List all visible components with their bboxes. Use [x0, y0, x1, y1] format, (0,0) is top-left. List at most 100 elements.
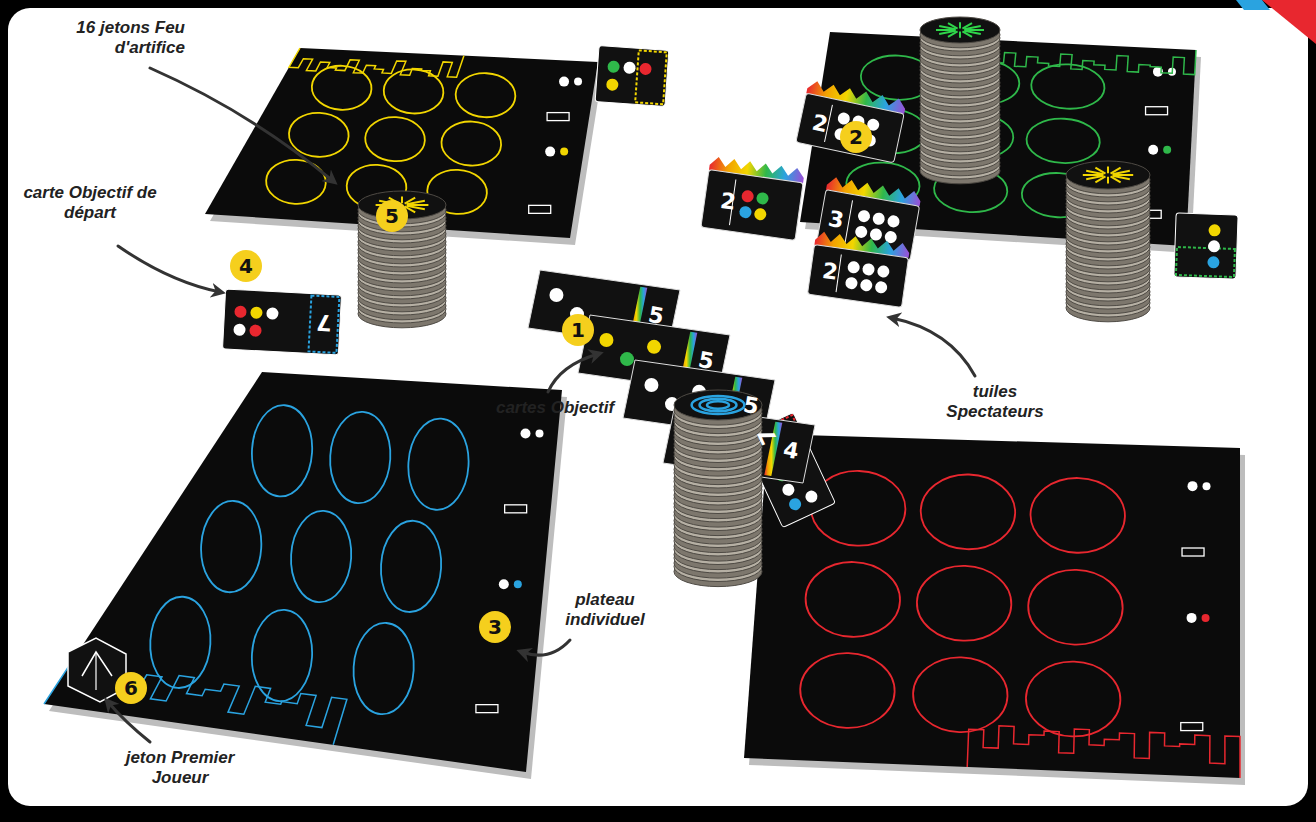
part-label: cartes Objectif [480, 398, 630, 418]
leader-arrow [118, 246, 220, 292]
card-body [1174, 213, 1238, 279]
card-value: 5 [647, 304, 666, 328]
firework-icon [1095, 168, 1105, 174]
firework-icon [959, 22, 961, 28]
board-icon [1187, 613, 1197, 623]
firework-slot [378, 519, 443, 614]
card-firework-end [308, 296, 339, 353]
card-value: 5 [742, 394, 761, 418]
card-firework-end [635, 50, 667, 104]
board-icon [1202, 614, 1210, 622]
part-label: tuiles Spectateurs [925, 382, 1065, 423]
board-icon [1148, 145, 1158, 155]
token-detail [82, 652, 112, 676]
player-board [44, 372, 567, 779]
card-dot [647, 340, 661, 354]
start-objective-card [595, 46, 669, 107]
firework-token-stack [920, 17, 1000, 184]
firework-slot [1029, 477, 1126, 554]
firework-slot [912, 656, 1009, 733]
tile-dot [857, 209, 871, 223]
firework-icon [959, 32, 961, 38]
token-face [674, 390, 762, 420]
card-value: 5 [697, 349, 716, 373]
card-dot [644, 378, 658, 392]
firework-icon [939, 31, 956, 34]
firework-slot [440, 120, 502, 167]
card-body [623, 360, 775, 438]
board-icon [1203, 482, 1211, 490]
token-face [1066, 161, 1150, 189]
card-dot [780, 482, 796, 498]
leader-arrow [522, 640, 570, 655]
card-dot [606, 78, 619, 91]
board-icon [1146, 107, 1168, 115]
spectator-tile [701, 156, 805, 241]
firework-slot [351, 621, 416, 716]
firework-slot [198, 499, 263, 594]
board-icon [520, 428, 530, 438]
board-icon [560, 148, 568, 156]
part-label: 16 jetons Feu d'artifice [55, 18, 185, 59]
card-body [595, 46, 669, 107]
tile-dot [739, 205, 753, 219]
tile-dot [754, 207, 768, 221]
firework-slot [328, 410, 393, 505]
firework-icon [1107, 177, 1109, 184]
token-detail [95, 652, 96, 690]
firework-slot [920, 473, 1017, 550]
board-icon [476, 705, 498, 713]
card-value: 7 [316, 311, 332, 334]
firework-slot [1030, 63, 1105, 111]
leader-arrow [150, 68, 333, 181]
firework-slot [804, 561, 901, 638]
card-value: 2 [821, 260, 839, 284]
tile-dot [874, 281, 888, 295]
tile-dot [741, 190, 755, 204]
card-dot [607, 60, 620, 73]
rose-icon [692, 396, 745, 414]
tile-dot [845, 276, 859, 290]
card-value: 2 [719, 190, 737, 214]
board-icon [1163, 146, 1171, 154]
board-icon [545, 147, 555, 157]
leader-arrow [892, 318, 975, 376]
board-icon [1182, 548, 1204, 556]
board-icon [547, 113, 569, 121]
part-label: jeton Premier Joueur [100, 748, 260, 789]
card-dot [787, 496, 803, 512]
tile-dot [872, 212, 886, 226]
tile-body [701, 170, 803, 241]
card-dot [599, 333, 613, 347]
card-dot [234, 306, 247, 319]
board-icon [1188, 481, 1198, 491]
part-label: carte Objectif de départ [10, 183, 170, 224]
callout-number: 2 [840, 121, 872, 153]
firework-icon [407, 201, 425, 204]
tile-body [807, 245, 908, 308]
firework-slot [1025, 660, 1122, 737]
firework-slot [265, 158, 327, 205]
card-value: 3 [827, 208, 846, 232]
board-surface [205, 48, 598, 238]
start-objective-card [1174, 213, 1238, 279]
firework-slot [1025, 117, 1100, 165]
skyline-drawing [992, 40, 1196, 75]
firework-slot [288, 509, 353, 604]
rose-icon [707, 401, 729, 409]
board-icon [574, 78, 582, 86]
card-dot [1208, 240, 1220, 252]
firework-slot [916, 565, 1013, 642]
card-value: 7 [755, 424, 781, 447]
firework-slot [1027, 568, 1124, 645]
board-surface [44, 372, 562, 772]
card-value: 4 [782, 439, 801, 463]
board-icon [529, 205, 551, 213]
player-board [205, 48, 603, 245]
start-objective-card [223, 289, 342, 355]
board-icon [514, 580, 522, 588]
tile-dot [862, 263, 876, 277]
card-dot [623, 61, 636, 74]
